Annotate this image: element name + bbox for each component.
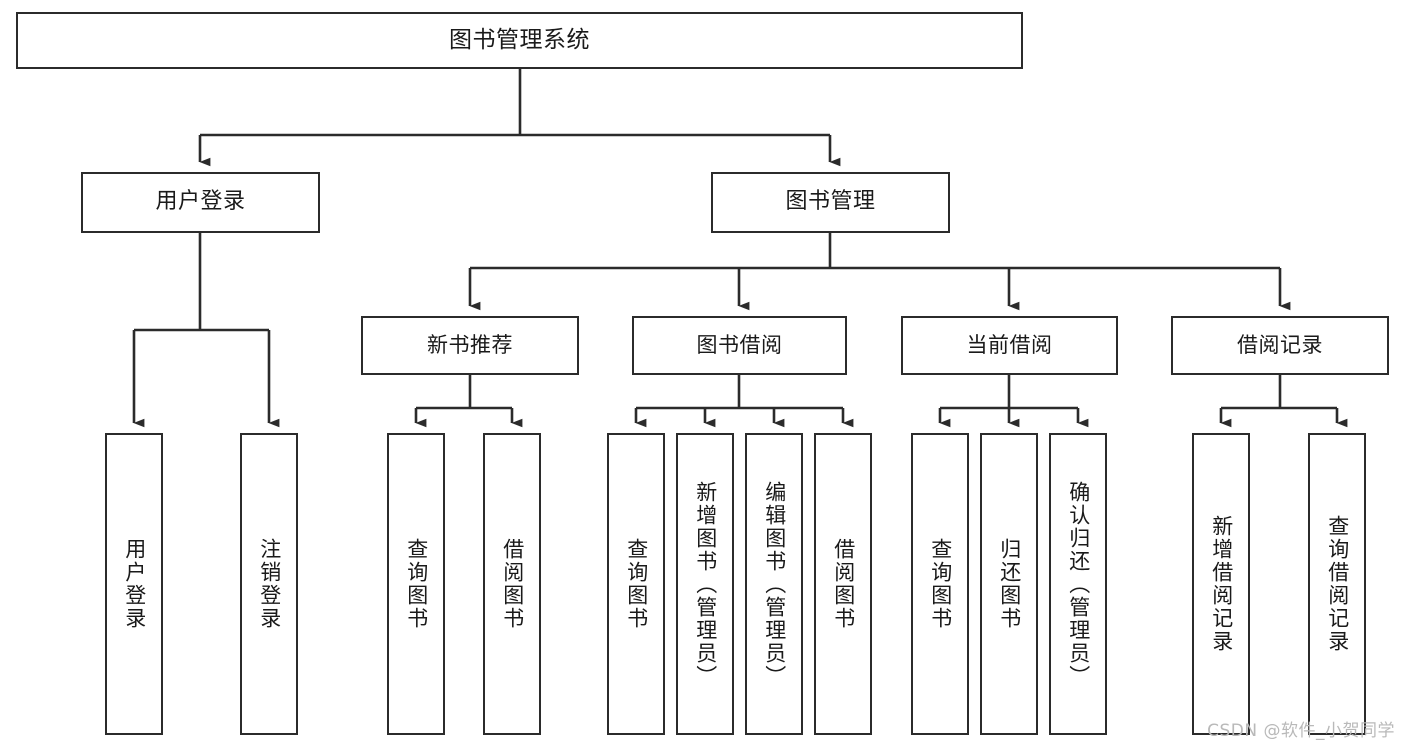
leaf-add-borrow-record[interactable]: 新增借阅记录 (1192, 433, 1250, 735)
node-borrow-record[interactable]: 借阅记录 (1171, 316, 1389, 375)
leaf-query-book-1-label: 查询图书 (404, 538, 429, 630)
leaf-borrow-book-2-label: 借阅图书 (831, 538, 856, 630)
leaf-user-logout[interactable]: 注销登录 (240, 433, 298, 735)
node-root[interactable]: 图书管理系统 (16, 12, 1023, 69)
leaf-query-book-1[interactable]: 查询图书 (387, 433, 445, 735)
node-user-login-label: 用户登录 (155, 189, 246, 215)
leaf-query-book-3[interactable]: 查询图书 (911, 433, 969, 735)
leaf-add-book-admin[interactable]: 新增图书（管理员） (676, 433, 734, 735)
leaf-confirm-return-admin[interactable]: 确认归还（管理员） (1049, 433, 1107, 735)
node-book-borrow-label: 图书借阅 (696, 332, 783, 357)
node-new-book-recommendation-label: 新书推荐 (427, 332, 513, 357)
leaf-user-login-label: 用户登录 (122, 538, 147, 630)
leaf-edit-book-admin[interactable]: 编辑图书（管理员） (745, 433, 803, 735)
leaf-query-book-3-label: 查询图书 (928, 538, 953, 630)
leaf-return-book-label: 归还图书 (997, 538, 1022, 630)
leaf-add-borrow-record-label: 新增借阅记录 (1209, 515, 1234, 653)
leaf-return-book[interactable]: 归还图书 (980, 433, 1038, 735)
leaf-borrow-book-2[interactable]: 借阅图书 (814, 433, 872, 735)
watermark-text: CSDN @软件_小贺同学 (1207, 721, 1395, 741)
leaf-confirm-return-admin-label: 确认归还（管理员） (1066, 480, 1091, 688)
node-book-manage[interactable]: 图书管理 (711, 172, 950, 233)
leaf-borrow-book-1[interactable]: 借阅图书 (483, 433, 541, 735)
leaf-user-logout-label: 注销登录 (257, 538, 282, 630)
leaf-edit-book-admin-label: 编辑图书（管理员） (762, 480, 787, 688)
leaf-add-book-admin-label: 新增图书（管理员） (693, 480, 718, 688)
leaf-query-borrow-record[interactable]: 查询借阅记录 (1308, 433, 1366, 735)
node-current-borrow-label: 当前借阅 (966, 332, 1053, 357)
leaf-query-book-2-label: 查询图书 (624, 538, 649, 630)
node-new-book-recommendation[interactable]: 新书推荐 (361, 316, 579, 375)
leaf-query-borrow-record-label: 查询借阅记录 (1325, 515, 1350, 653)
node-borrow-record-label: 借阅记录 (1237, 332, 1323, 357)
leaf-borrow-book-1-label: 借阅图书 (500, 538, 525, 630)
node-book-borrow[interactable]: 图书借阅 (632, 316, 847, 375)
node-book-manage-label: 图书管理 (785, 189, 876, 215)
leaf-query-book-2[interactable]: 查询图书 (607, 433, 665, 735)
leaf-user-login[interactable]: 用户登录 (105, 433, 163, 735)
node-root-label: 图书管理系统 (449, 27, 590, 54)
node-user-login[interactable]: 用户登录 (81, 172, 320, 233)
node-current-borrow[interactable]: 当前借阅 (901, 316, 1118, 375)
